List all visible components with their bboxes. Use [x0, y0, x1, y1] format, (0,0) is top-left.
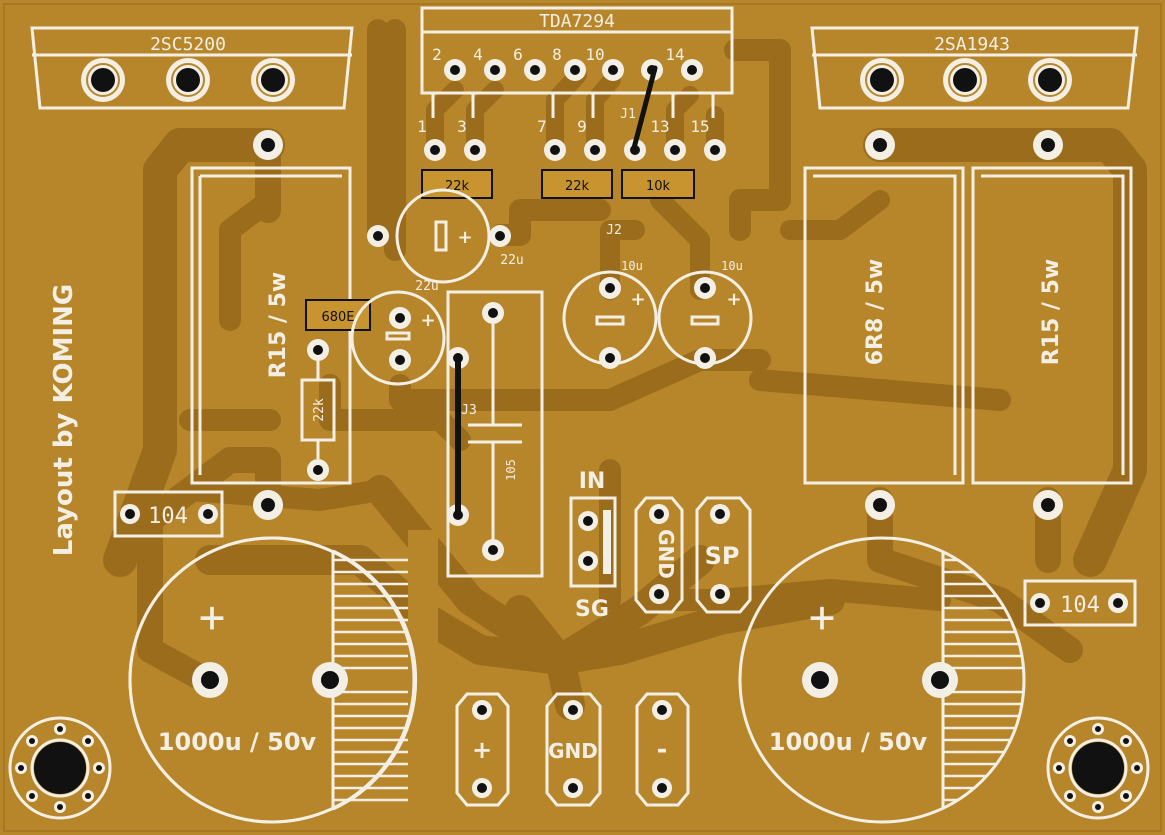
- capacitor-1000u-right: + 1000u / 50v: [738, 536, 1026, 824]
- ic-top-pin-label: 6: [513, 45, 523, 64]
- tda7294-ic: TDA7294 2 4 6 8 10 14 1 3 7 9 13 15 J1: [417, 6, 734, 161]
- svg-text:105: 105: [504, 459, 518, 481]
- svg-text:-: -: [657, 735, 668, 765]
- svg-text:22k: 22k: [312, 398, 327, 422]
- ic-bottom-pin-label: 7: [537, 117, 547, 136]
- ic-top-pin-label: 4: [473, 45, 483, 64]
- svg-text:J3: J3: [461, 403, 477, 418]
- ic-top-pin-label: 8: [552, 45, 562, 64]
- ic-bottom-pin-label: 13: [650, 117, 669, 136]
- layout-credit: Layout by KOMING: [49, 284, 79, 556]
- copper-traces: [103, 19, 1147, 720]
- svg-text:SP: SP: [705, 542, 740, 570]
- svg-text:22u: 22u: [500, 253, 523, 268]
- resistor-680e: 680E: [305, 299, 371, 331]
- transistor-2sa1943: 2SA1943: [810, 26, 1139, 110]
- ic-bottom-pin-label: 15: [690, 117, 709, 136]
- capacitor-105: 105: [446, 290, 544, 578]
- jumper-j1-wire: [631, 65, 658, 151]
- svg-text:10u: 10u: [621, 259, 643, 273]
- svg-text:22u: 22u: [415, 279, 438, 294]
- svg-text:R15 / 5w: R15 / 5w: [1039, 259, 1064, 366]
- svg-text:1000u / 50v: 1000u / 50v: [158, 728, 317, 756]
- svg-text:1000u / 50v: 1000u / 50v: [769, 728, 928, 756]
- svg-text:10k: 10k: [646, 179, 671, 194]
- svg-text:104: 104: [148, 504, 188, 529]
- svg-text:6R8 / 5w: 6R8 / 5w: [863, 259, 888, 366]
- ic-top-pads: [444, 59, 703, 81]
- resistor-22k-b: 22k: [541, 169, 613, 199]
- svg-text:10u: 10u: [721, 259, 743, 273]
- transistor-2sc5200: 2SC5200: [30, 26, 354, 110]
- svg-text:+: +: [199, 592, 226, 643]
- ic-bottom-pin-label: 3: [457, 117, 467, 136]
- input-label: IN: [579, 469, 606, 494]
- ic-bottom-pads: [424, 139, 726, 161]
- signal-label: SG: [575, 597, 609, 622]
- ic-name: TDA7294: [539, 11, 615, 32]
- ground-connector: GND: [634, 496, 684, 614]
- svg-text:R15 / 5w: R15 / 5w: [266, 272, 291, 379]
- resistor-22k-a: 22k: [421, 169, 493, 199]
- ic-bottom-pin-label: 9: [577, 117, 587, 136]
- capacitor-22u-bottom: +: [350, 290, 446, 386]
- svg-text:+: +: [726, 289, 741, 310]
- svg-text:+: +: [457, 227, 472, 248]
- mounting-hole-left: [8, 716, 112, 820]
- capacitor-10u-right: + 10u: [657, 259, 753, 369]
- power-plus-connector: +: [455, 692, 510, 807]
- mounting-hole-right: [1046, 716, 1150, 820]
- resistor-r15-5w-right: R15 / 5w: [971, 130, 1133, 520]
- svg-text:+: +: [420, 310, 435, 331]
- svg-text:22k: 22k: [565, 179, 590, 194]
- capacitor-1000u-left: + 1000u / 50v: [128, 530, 438, 830]
- resistor-22k-vertical: 22k: [300, 339, 336, 481]
- svg-text:GND: GND: [654, 529, 678, 579]
- capacitor-104-right: 104: [1023, 579, 1137, 627]
- svg-text:680E: 680E: [321, 310, 354, 325]
- svg-text:+: +: [630, 289, 645, 310]
- ic-top-pin-label: 2: [432, 45, 442, 64]
- jumper-j3: J3: [447, 347, 477, 526]
- svg-text:104: 104: [1060, 593, 1100, 618]
- input-connector: IN SG: [569, 469, 617, 622]
- resistor-10k: 10k: [621, 169, 695, 199]
- svg-text:2SC5200: 2SC5200: [150, 34, 226, 55]
- capacitor-104-left: 104: [113, 490, 224, 538]
- svg-text:+: +: [809, 592, 836, 643]
- resistor-6r8-5w: 6R8 / 5w: [803, 130, 965, 520]
- jumper-j2-label: J2: [606, 223, 622, 238]
- power-gnd-connector: GND: [545, 692, 602, 807]
- svg-text:+: +: [472, 736, 492, 764]
- capacitor-22u-top: + 22u 22u: [367, 188, 524, 294]
- svg-text:GND: GND: [548, 739, 598, 763]
- jumper-j1-label: J1: [620, 107, 636, 122]
- speaker-connector: SP: [695, 496, 752, 614]
- ic-top-pin-label: 14: [665, 45, 684, 64]
- ic-bottom-pin-label: 1: [417, 117, 427, 136]
- power-minus-connector: -: [635, 692, 690, 807]
- svg-text:2SA1943: 2SA1943: [934, 34, 1010, 55]
- ic-top-pin-label: 10: [585, 45, 604, 64]
- capacitor-10u-left: + 10u: [562, 259, 658, 369]
